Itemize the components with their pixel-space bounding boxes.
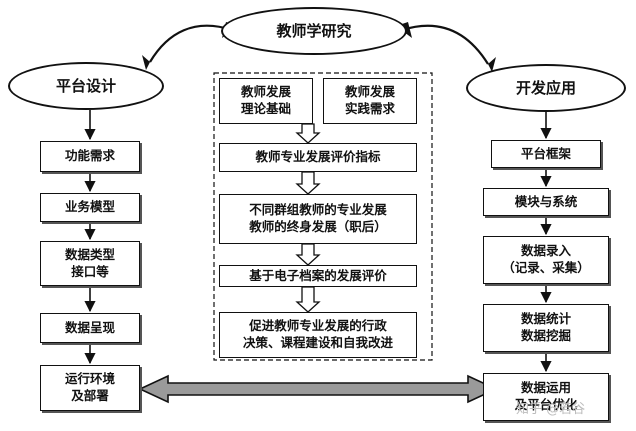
center-practice-box: 教师发展 实践需求 [323,78,417,124]
right-box-5: 数据运用 及平台优化 [483,373,609,421]
curve-arrow-left [149,24,233,63]
teacher-research-node: 教师学研究 [221,7,407,55]
right-box-3: 数据录入 （记录、采集） [483,236,609,284]
left-box-5: 运行环境 及部署 [40,365,140,411]
center-theory-box: 教师发展 理论基础 [219,78,313,124]
center-step-2: 不同群组教师的专业发展 教师的终身发展（职后） [219,194,417,244]
platform-design-node: 平台设计 [8,62,164,110]
center-step-4: 促进教师专业发展的行政 决策、课程建设和自我改进 [219,312,417,358]
center-dashed-frame [213,72,433,361]
dev-application-node: 开发应用 [466,64,626,112]
left-box-1: 功能需求 [40,141,140,172]
right-box-2: 模块与系统 [483,188,609,216]
right-box-4: 数据统计 数据挖掘 [483,304,609,352]
curve-arrowhead-left-end [142,55,150,70]
curve-arrow-right [401,24,489,65]
double-arrow [138,374,498,404]
left-box-2: 业务模型 [40,193,140,222]
left-box-4: 数据呈现 [40,313,140,343]
center-hollow-arrows [295,123,321,313]
left-box-3: 数据类型 接口等 [40,241,140,286]
center-step-1: 教师专业发展评价指标 [219,143,417,172]
curve-arrowhead-right-end [488,57,496,72]
right-box-1: 平台框架 [491,140,601,168]
watermark: 知乎 @若谷 [516,402,586,417]
center-step-3: 基于电子档案的发展评价 [219,265,417,287]
